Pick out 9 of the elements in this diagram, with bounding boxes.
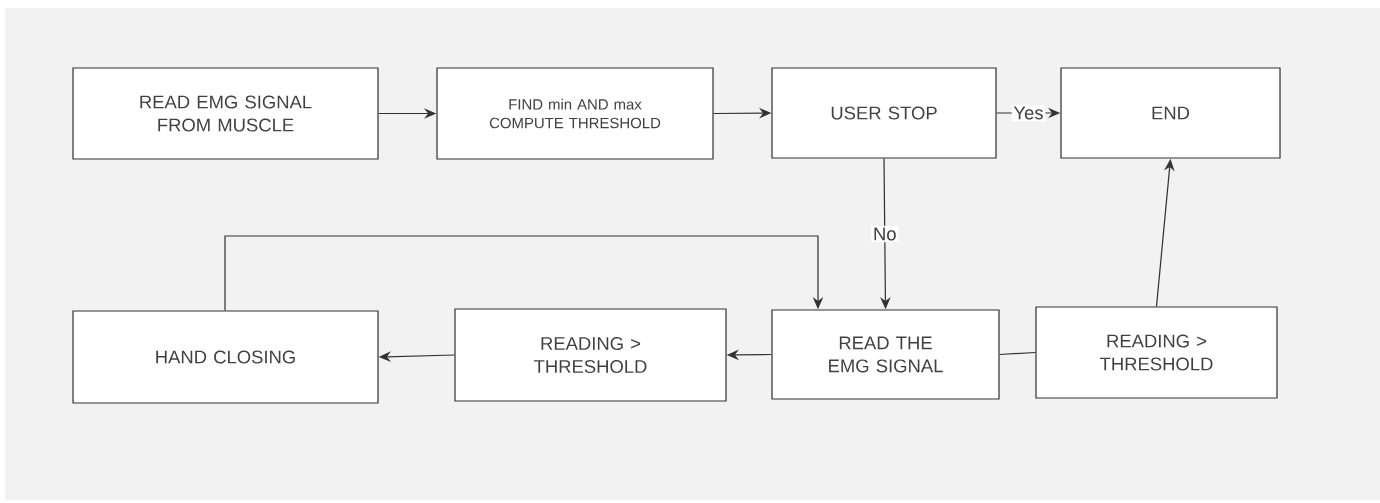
arrow [224, 235, 824, 311]
process-box: READING > THRESHOLD [1035, 306, 1278, 399]
process-box: USER STOP [771, 67, 997, 159]
process-box: FIND min AND max COMPUTE THRESHOLD [436, 67, 714, 160]
process-box: READING > THRESHOLD [454, 308, 727, 402]
process-box: READ EMG SIGNAL FROM MUSCLE [72, 67, 379, 160]
process-box: END [1060, 67, 1281, 159]
process-box: HAND CLOSING [72, 310, 379, 404]
process-box: READ THE EMG SIGNAL [771, 309, 1000, 400]
